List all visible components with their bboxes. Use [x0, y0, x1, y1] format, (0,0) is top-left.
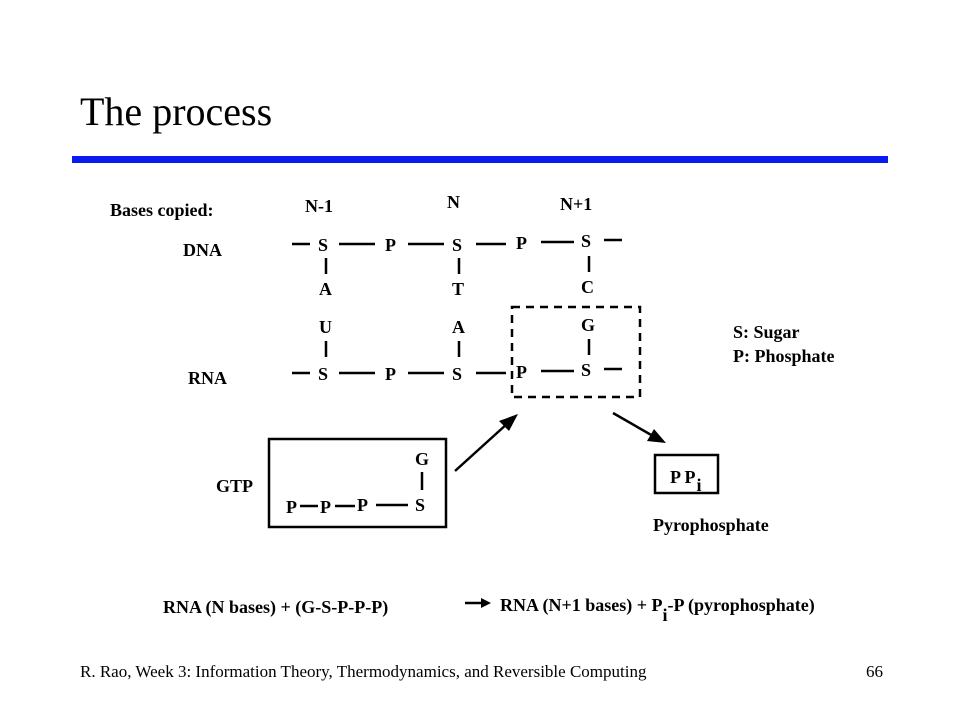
- dna-phosphate-2: P: [516, 233, 527, 253]
- gtp-box: [267, 437, 448, 529]
- position-label-n-plus-1: N+1: [560, 194, 592, 214]
- dna-base-bonds: [324, 256, 591, 274]
- gtp-label: GTP: [216, 476, 253, 496]
- rna-label: RNA: [188, 368, 227, 388]
- pyrophosphate-box: [653, 453, 720, 495]
- rna-base-bonds: [324, 339, 591, 357]
- rna-phosphate-1: P: [385, 364, 396, 384]
- rna-strand: [292, 367, 622, 375]
- rna-sugar-1: S: [318, 364, 328, 384]
- dna-base-a: A: [319, 279, 332, 299]
- dna-phosphate-1: P: [385, 235, 396, 255]
- rna-sugar-3: S: [581, 360, 591, 380]
- dna-base-c: C: [581, 277, 594, 297]
- rna-base-a: A: [452, 317, 465, 337]
- new-nucleotide-dashed-box: [510, 305, 642, 399]
- gtp-sugar: S: [415, 495, 425, 515]
- dna-sugar-2: S: [452, 235, 462, 255]
- equation-left: RNA (N bases) + (G-S-P-P-P): [163, 597, 388, 618]
- pyrophosphate-label: Pyrophosphate: [653, 515, 769, 535]
- gtp-phosphate-2: P: [320, 497, 331, 517]
- dna-base-t: T: [452, 279, 464, 299]
- incorporation-arrow: [454, 414, 518, 472]
- rna-sugar-2: S: [452, 364, 462, 384]
- bases-copied-label: Bases copied:: [110, 200, 214, 220]
- dna-label: DNA: [183, 240, 222, 260]
- gtp-phosphate-3: P: [357, 495, 368, 515]
- dna-sugar-1: S: [318, 235, 328, 255]
- dna-strand: [292, 238, 622, 246]
- equation-arrow: [465, 598, 491, 608]
- rna-base-g: G: [581, 315, 595, 335]
- title-rule: [72, 156, 888, 163]
- pyrophosphate-box-text: P Pi: [670, 467, 702, 495]
- slide-title: The process: [80, 89, 273, 134]
- footer-text: R. Rao, Week 3: Information Theory, Ther…: [80, 662, 647, 681]
- position-label-n: N: [447, 192, 460, 212]
- equation-right: RNA (N+1 bases) + Pi-P (pyrophosphate): [500, 595, 815, 625]
- gtp-base-g: G: [415, 449, 429, 469]
- release-arrow: [612, 411, 666, 443]
- page-number: 66: [866, 662, 883, 681]
- position-label-n-minus-1: N-1: [305, 196, 333, 216]
- rna-base-u: U: [319, 317, 332, 337]
- dna-sugar-3: S: [581, 231, 591, 251]
- legend-sugar: S: Sugar: [733, 322, 800, 342]
- gtp-bonds: [300, 503, 408, 508]
- legend-phosphate: P: Phosphate: [733, 346, 835, 366]
- gtp-phosphate-1: P: [286, 497, 297, 517]
- rna-phosphate-2: P: [516, 362, 527, 382]
